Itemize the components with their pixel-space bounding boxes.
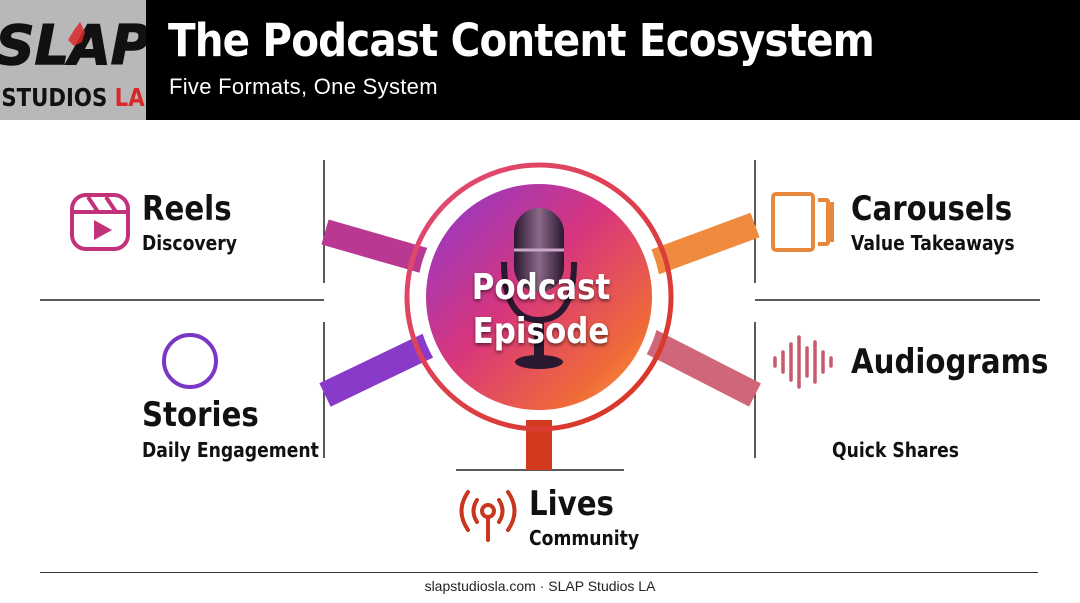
reels-subtitle: Discovery — [142, 231, 238, 255]
footer-text: slapstudiosla.com · SLAP Studios LA — [424, 578, 656, 594]
header-bar: SLAP STUDIOS LA The Podcast Content Ecos… — [0, 0, 1080, 120]
hub-label-line2: Episode — [472, 311, 610, 352]
stories-title: Stories — [142, 395, 259, 435]
hub-outer-ring — [404, 162, 674, 432]
slap-studios-logo: SLAP STUDIOS LA — [0, 0, 146, 120]
broadcast-icon — [459, 490, 517, 542]
page-subtitle: Five Formats, One System — [169, 74, 438, 99]
audiograms-title: Audiograms — [851, 342, 1049, 382]
lives-subtitle: Community — [529, 526, 640, 550]
reels-title: Reels — [142, 189, 232, 229]
stories-subtitle: Daily Engagement — [142, 438, 319, 462]
hub-label-line1: Podcast — [471, 267, 611, 308]
audiograms-subtitle: Quick Shares — [832, 438, 960, 462]
microphone-icon — [501, 208, 577, 369]
lives-title: Lives — [529, 484, 614, 524]
carousel-icon — [771, 192, 834, 252]
page-title: The Podcast Content Ecosystem — [168, 14, 875, 67]
reels-icon — [70, 193, 130, 251]
hub-circle — [426, 184, 652, 410]
stories-circle-icon — [162, 333, 218, 389]
hub-label: Podcast Episode — [468, 266, 614, 354]
carousels-title: Carousels — [851, 189, 1013, 229]
carousels-subtitle: Value Takeaways — [851, 231, 1015, 255]
svg-text:STUDIOS LA: STUDIOS LA — [1, 83, 144, 112]
footer-divider — [40, 572, 1038, 573]
logo-wordmark: SLAP — [0, 14, 146, 77]
waveform-icon — [773, 335, 833, 389]
